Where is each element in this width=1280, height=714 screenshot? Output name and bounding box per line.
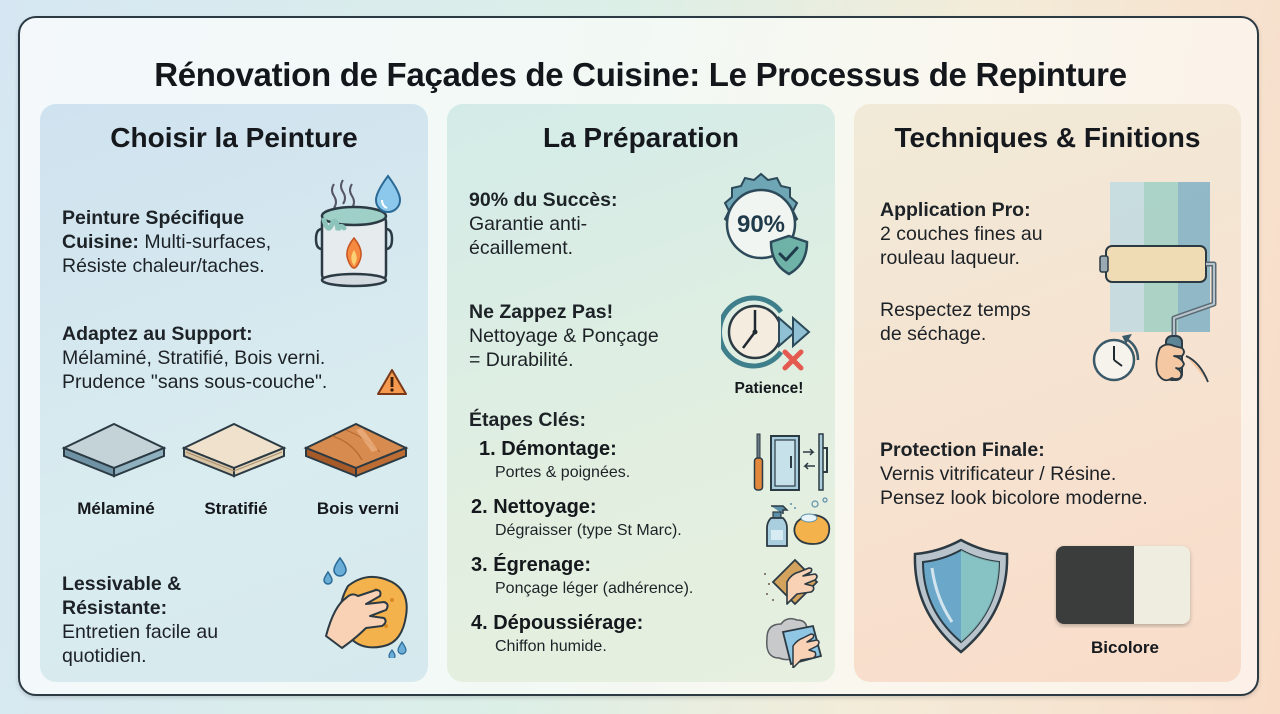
badge-shield-check-icon: 90%	[709, 170, 819, 280]
section-heading: Lessivable &	[62, 573, 182, 595]
sponge-hand-icon	[322, 556, 414, 658]
panel-title: Choisir la Peinture	[110, 122, 358, 153]
material-label: Mélaminé	[77, 499, 155, 518]
page-title: Rénovation de Façades de Cuisine: Le Pro…	[154, 56, 1127, 93]
section-text: 2 couches fines au	[880, 223, 1043, 245]
clock-fast-forward-cross-icon	[721, 290, 817, 376]
section-text: Cuisine: Multi-surfaces,	[62, 230, 271, 254]
material-label: Bois verni	[316, 499, 400, 518]
section-heading: Protection Finale:	[880, 439, 1045, 461]
spray-sponge-icon	[765, 496, 835, 550]
panel-choose-paint: Choisir la Peinture Peinture Spécifique …	[40, 104, 428, 682]
section-text: Nettoyage & Ponçage	[469, 325, 659, 347]
step-desc: Portes & poignées.	[495, 464, 631, 481]
panel-title: La Préparation	[542, 122, 740, 153]
section-heading: Peinture Spécifique	[62, 207, 245, 229]
infographic-frame: Rénovation de Façades de Cuisine: Le Pro…	[18, 16, 1259, 696]
badge-text: 90%	[737, 211, 785, 238]
sanding-hand-icon	[761, 554, 827, 608]
bicolor-label: Bicolore	[1090, 638, 1160, 657]
material-label: Stratifié	[204, 499, 268, 518]
step-title: 1. Démontage:	[479, 438, 617, 460]
section-text: Pensez look bicolore moderne.	[880, 487, 1148, 509]
paint-can-icon	[314, 174, 404, 289]
section-text: écaillement.	[469, 237, 574, 259]
section-heading: Ne Zappez Pas!	[469, 301, 614, 323]
patience-label: Patience!	[734, 380, 804, 397]
section-text: Entretien facile au	[62, 621, 219, 643]
section-text: de séchage.	[880, 323, 987, 345]
step-desc: Chiffon humide.	[495, 638, 607, 655]
warning-icon	[376, 368, 408, 396]
section-text: Vernis vitrificateur / Résine.	[880, 463, 1117, 485]
section-heading: Application Pro:	[880, 199, 1031, 221]
step-title: 4. Dépoussiérage:	[471, 612, 644, 634]
melamine-board-icon	[60, 422, 168, 478]
bicolor-swatch	[1054, 544, 1194, 628]
panel-preparation: La Préparation 90% du Succès: Garantie a…	[447, 104, 835, 682]
dust-cloth-icon	[761, 614, 827, 668]
section-heading: Cuisine:	[62, 231, 139, 253]
section-text: Respectez temps	[880, 299, 1031, 321]
shield-icon	[912, 538, 1010, 654]
step-desc: Ponçage léger (adhérence).	[495, 580, 694, 597]
section-heading: Résistante:	[62, 597, 168, 619]
step-desc: Dégraisser (type St Marc).	[495, 522, 682, 539]
section-text: Mélaminé, Stratifié, Bois verni.	[62, 347, 326, 369]
paint-roller-clock-icon	[1080, 180, 1220, 390]
section-text: = Durabilité.	[469, 349, 574, 371]
panel-techniques: Techniques & Finitions Application Pro: …	[854, 104, 1241, 682]
steps-heading: Étapes Clés:	[469, 409, 587, 431]
section-heading: Adaptez au Support:	[62, 323, 253, 345]
section-heading: 90% du Succès:	[469, 189, 618, 211]
section-text: quotidien.	[62, 645, 147, 667]
laminate-board-icon	[180, 422, 288, 478]
section-text: Résiste chaleur/taches.	[62, 255, 265, 277]
step-title: 3. Égrenage:	[471, 554, 592, 576]
section-text: Multi-surfaces,	[138, 231, 272, 253]
section-text: Garantie anti-	[469, 213, 588, 235]
step-title: 2. Nettoyage:	[471, 496, 597, 518]
screwdriver-door-icon	[753, 432, 833, 494]
varnished-wood-board-icon	[302, 422, 410, 478]
panel-title: Techniques & Finitions	[894, 122, 1201, 153]
section-text: Prudence "sans sous-couche".	[62, 371, 328, 393]
section-text: rouleau laqueur.	[880, 247, 1020, 269]
